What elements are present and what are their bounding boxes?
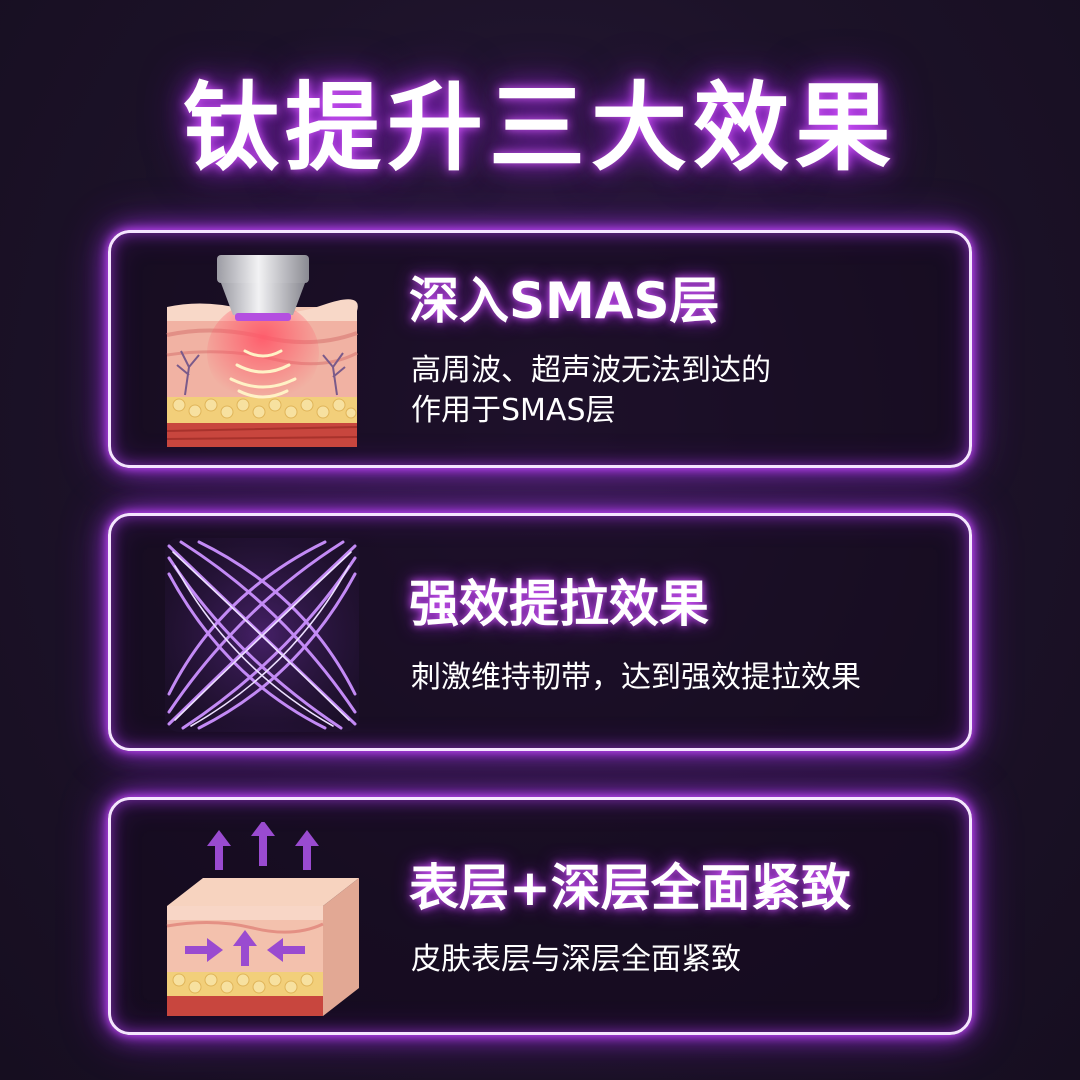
card-description: 刺激维持韧带，达到强效提拉效果 xyxy=(411,660,861,695)
card-heading: 强效提拉效果 xyxy=(409,575,709,633)
card-heading: 深入SMAS层 xyxy=(409,272,720,330)
crossing-fiber-lines-icon xyxy=(165,538,359,732)
card-description: 高周波、超声波无法到达的 作用于SMAS层 xyxy=(411,351,771,431)
effect-card-tightening: 表层+深层全面紧致 皮肤表层与深层全面紧致 xyxy=(108,797,972,1035)
effect-card-smas: 深入SMAS层 高周波、超声波无法到达的 作用于SMAS层 xyxy=(108,230,972,468)
skin-layer-ultrasound-icon xyxy=(166,255,358,447)
card-heading: 表层+深层全面紧致 xyxy=(409,859,851,917)
effect-card-lifting: 强效提拉效果 刺激维持韧带，达到强效提拉效果 xyxy=(108,513,972,751)
skin-layer-tightening-arrows-icon xyxy=(166,822,359,1016)
card-description-line: 作用于SMAS层 xyxy=(411,393,616,428)
card-description-line: 高周波、超声波无法到达的 xyxy=(411,353,771,388)
card-description: 皮肤表层与深层全面紧致 xyxy=(411,942,741,977)
page-title: 钛提升三大效果 xyxy=(183,72,897,184)
